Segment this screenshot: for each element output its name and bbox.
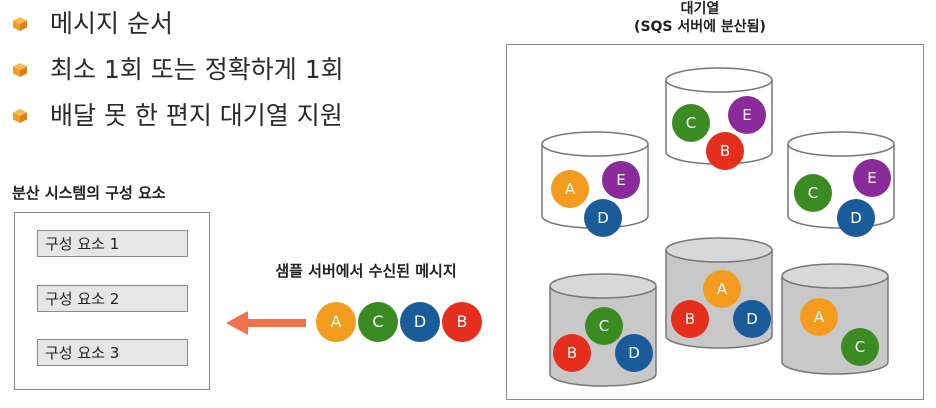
message-d: D <box>400 302 440 342</box>
queue-title-line1: 대기열 <box>680 1 720 17</box>
message-d: D <box>584 199 622 237</box>
message-c: C <box>794 174 832 212</box>
message-b: B <box>442 302 482 342</box>
arrow-left-icon <box>226 311 306 335</box>
distributed-system-box: 구성 요소 1 구성 요소 2 구성 요소 3 <box>14 212 210 390</box>
message-c: C <box>358 302 398 342</box>
component-3: 구성 요소 3 <box>37 339 188 366</box>
message-b: B <box>553 334 591 372</box>
sample-messages-label: 샘플 서버에서 수신된 메시지 <box>275 262 457 280</box>
component-2: 구성 요소 2 <box>37 285 188 312</box>
queue-server: A E D <box>540 130 650 237</box>
message-a: A <box>800 298 838 336</box>
queue-server: A C <box>780 262 890 378</box>
queue-server: C E D <box>786 130 896 237</box>
cube-icon <box>13 17 27 31</box>
message-a: A <box>703 270 741 308</box>
message-c: C <box>585 307 623 345</box>
distributed-system-title: 분산 시스템의 구성 요소 <box>12 184 166 202</box>
bullet-text: 최소 1회 또는 정확하게 1회 <box>50 55 344 84</box>
bullet-text: 메시지 순서 <box>50 9 173 38</box>
message-d: D <box>733 300 771 338</box>
queue-title: 대기열 (SQS 서버에 분산됨) <box>600 0 800 36</box>
queue-title-line2: (SQS 서버에 분산됨) <box>634 19 766 35</box>
message-d: D <box>615 334 653 372</box>
cube-icon <box>13 63 27 77</box>
message-b: B <box>671 300 709 338</box>
message-c: C <box>672 104 710 142</box>
message-e: E <box>602 161 640 199</box>
queue-server: A B D <box>664 236 774 352</box>
queue-server: C E B <box>664 66 774 170</box>
message-a: A <box>316 302 356 342</box>
queue-server: C B D <box>548 272 658 388</box>
component-1: 구성 요소 1 <box>37 230 188 257</box>
message-a: A <box>551 170 589 208</box>
message-b: B <box>706 132 744 170</box>
message-c: C <box>841 328 879 366</box>
cube-icon <box>13 109 27 123</box>
message-e: E <box>853 159 891 197</box>
message-d: D <box>837 199 875 237</box>
bullet-text: 배달 못 한 편지 대기열 지원 <box>50 101 343 130</box>
message-e: E <box>728 96 766 134</box>
